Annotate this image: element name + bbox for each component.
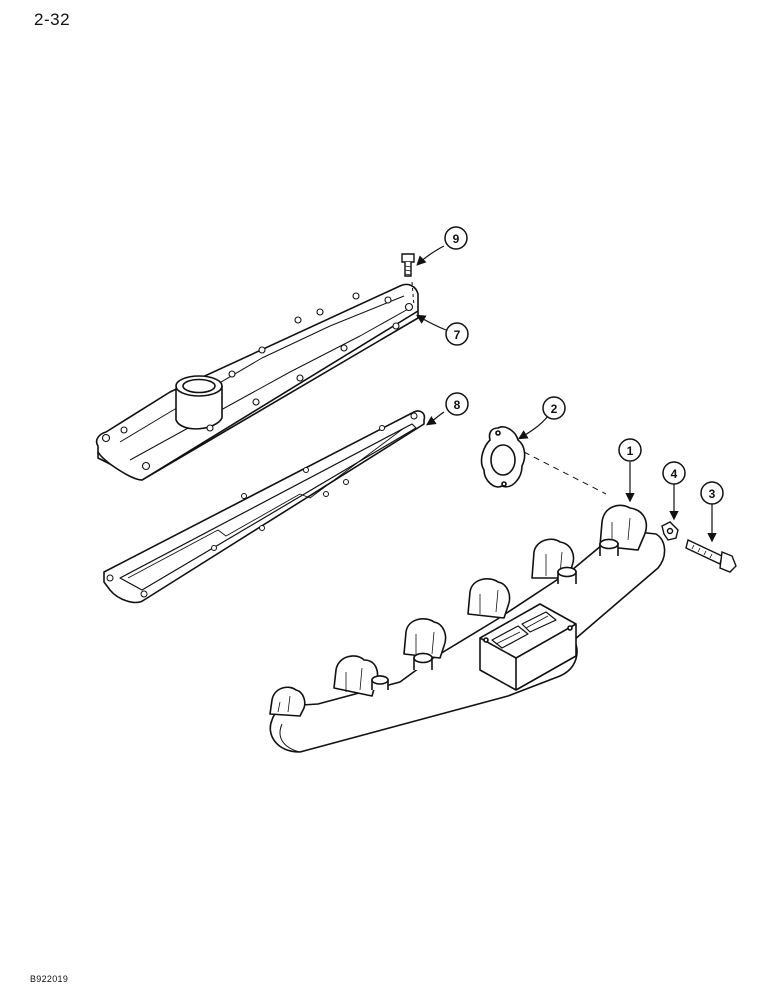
- callout-3: 3: [700, 481, 724, 505]
- cover-bolt: [401, 253, 415, 277]
- aftercooler-cover-gasket: [103, 410, 426, 604]
- callout-4: 4: [662, 461, 686, 485]
- callout-1: 1: [618, 438, 642, 462]
- svg-text:9: 9: [453, 232, 460, 246]
- figure-id: B922019: [30, 974, 69, 984]
- callout-9: 9: [444, 226, 468, 250]
- svg-text:4: 4: [671, 467, 678, 481]
- svg-text:2: 2: [551, 402, 558, 416]
- exhaust-manifold: [269, 504, 666, 753]
- lock-plate: [661, 521, 679, 541]
- svg-text:3: 3: [709, 487, 716, 501]
- manifold-bolt: [685, 539, 737, 573]
- callout-7: 7: [445, 322, 469, 346]
- callout-8: 8: [445, 392, 469, 416]
- page-number: 2-32: [34, 10, 71, 29]
- svg-text:8: 8: [454, 398, 461, 412]
- leader-lines: [415, 245, 717, 543]
- manifold-gasket: [480, 426, 526, 488]
- callout-2: 2: [542, 396, 566, 420]
- svg-text:1: 1: [627, 444, 634, 458]
- svg-text:7: 7: [454, 328, 461, 342]
- aftercooler-cover: [95, 283, 419, 481]
